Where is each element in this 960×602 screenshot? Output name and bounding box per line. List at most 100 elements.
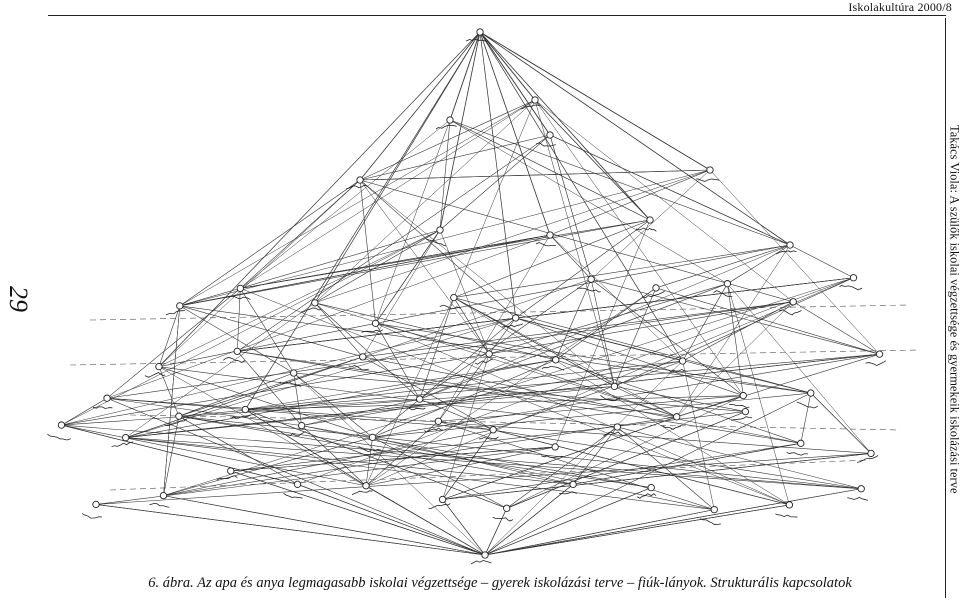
lattice-edge xyxy=(676,301,794,418)
lattice-edge xyxy=(237,134,551,352)
lattice-node xyxy=(647,483,655,492)
lattice-edge xyxy=(484,504,790,556)
lattice-edge xyxy=(230,470,486,556)
lattice-node xyxy=(92,500,100,509)
lattice-edge xyxy=(297,484,486,556)
lattice-edge xyxy=(365,446,556,487)
lattice-edge xyxy=(314,99,536,304)
lattice-node xyxy=(416,395,424,403)
handwritten-node-label xyxy=(164,418,187,426)
lattice-edge xyxy=(549,134,791,246)
lattice-edge xyxy=(240,119,451,289)
handwritten-node-label xyxy=(279,381,302,387)
lattice-node xyxy=(875,350,884,358)
lattice-edge xyxy=(442,443,801,500)
lattice-node xyxy=(857,485,865,493)
lattice-edge xyxy=(439,31,481,231)
lattice-edge xyxy=(479,31,536,101)
lattice-edge xyxy=(125,278,592,438)
lattice-edge xyxy=(506,395,744,509)
handwritten-node-label xyxy=(541,455,564,459)
lattice-edge xyxy=(810,392,872,454)
lattice-edge xyxy=(655,287,880,355)
handwritten-node-label xyxy=(796,401,818,409)
lattice-edge xyxy=(179,179,361,307)
lattice-edge xyxy=(293,372,302,426)
lattice-node xyxy=(311,299,319,307)
lattice-edge xyxy=(95,453,872,505)
lattice-edge xyxy=(163,429,494,496)
lattice-edge xyxy=(449,31,481,121)
handwritten-node-label xyxy=(847,496,869,501)
lattice-nodes xyxy=(47,28,887,565)
handwritten-node-label xyxy=(92,406,113,409)
lattice-edge xyxy=(484,488,862,556)
lattice-node xyxy=(489,426,497,434)
lattice-edge xyxy=(453,244,791,298)
lattice-edge xyxy=(158,366,618,428)
lattice-node xyxy=(233,347,241,355)
lattice-edge xyxy=(442,353,490,500)
lattice-edge xyxy=(179,234,551,307)
lattice-edge xyxy=(178,415,652,488)
lattice-edge xyxy=(549,234,592,280)
lattice-node xyxy=(175,412,183,420)
lattice-edge xyxy=(453,219,651,298)
lattice-edge xyxy=(240,99,536,289)
lattice-edge xyxy=(484,392,811,556)
lattice-edge xyxy=(163,416,677,496)
handwritten-node-label xyxy=(603,431,624,437)
handwritten-node-label xyxy=(425,238,447,247)
lattice-node xyxy=(121,433,130,442)
handwritten-node-label xyxy=(577,287,601,293)
lattice-node xyxy=(436,226,444,234)
lattice-edge xyxy=(375,323,811,394)
handwritten-node-label xyxy=(501,323,524,328)
lattice-edge xyxy=(178,356,363,417)
side-running-title-container: Takács Viola: A szülők iskolai végzettsé… xyxy=(945,24,960,594)
handwritten-node-label xyxy=(216,475,238,481)
lattice-edge xyxy=(359,31,481,181)
handwritten-node-label xyxy=(636,493,657,499)
lattice-node xyxy=(359,353,367,361)
handwritten-node-label xyxy=(470,559,492,565)
lattice-node xyxy=(849,274,858,282)
lattice-edge xyxy=(682,301,794,362)
dashed-guide xyxy=(89,304,911,321)
handwritten-node-label xyxy=(786,451,808,456)
lattice-edge xyxy=(359,179,516,319)
lattice-edge xyxy=(314,302,420,400)
handwritten-node-label xyxy=(600,395,621,402)
lattice-edge xyxy=(439,119,451,231)
lattice-edge xyxy=(314,302,556,361)
lattice-node xyxy=(587,275,595,283)
lattice-edge xyxy=(442,416,677,500)
handwritten-node-label xyxy=(47,433,71,441)
lattice-edge xyxy=(438,234,551,422)
handwritten-node-label xyxy=(559,491,577,495)
lattice-edge xyxy=(314,229,441,304)
lattice-edge xyxy=(125,386,615,438)
lattice-edge xyxy=(493,360,683,431)
running-head: Iskolakultúra 2000/8 xyxy=(848,0,952,14)
lattice-diagram xyxy=(47,28,921,565)
handwritten-node-label xyxy=(348,365,369,371)
lattice-edge xyxy=(106,397,486,556)
lattice-edge xyxy=(178,415,862,490)
lattice-edge xyxy=(484,508,508,556)
lattice-edge xyxy=(61,229,441,426)
lattice-edge xyxy=(158,305,181,367)
lattice-edge xyxy=(125,437,715,510)
lattice-node xyxy=(652,284,660,292)
lattice-node xyxy=(155,363,163,371)
lattice-node xyxy=(293,480,302,488)
lattice-edge xyxy=(125,317,516,438)
lattice-node xyxy=(434,417,443,425)
lattice-edge xyxy=(453,297,811,394)
lattice-edge xyxy=(614,386,677,418)
lattice-edge xyxy=(555,279,592,360)
lattice-node xyxy=(159,491,168,500)
dashed-guide xyxy=(69,349,921,366)
lattice-edge xyxy=(590,278,744,396)
lattice-edge xyxy=(240,179,361,289)
